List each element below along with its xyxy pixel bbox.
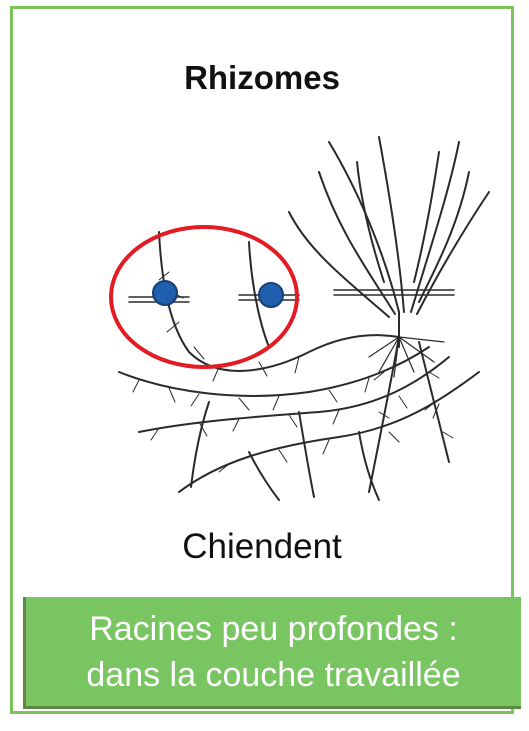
root-network xyxy=(119,232,479,500)
plant-name: Chiendent xyxy=(13,527,511,567)
rhizome-illustration xyxy=(99,132,491,504)
info-banner: Racines peu profondes : dans la couche t… xyxy=(23,597,521,709)
card-title: Rhizomes xyxy=(13,59,511,97)
crown-roots xyxy=(369,337,444,377)
banner-line-1: Racines peu profondes : xyxy=(89,606,458,652)
grass-blades xyxy=(289,137,489,347)
node-marker xyxy=(153,281,177,305)
node-marker xyxy=(259,283,283,307)
banner-line-2: dans la couche travaillée xyxy=(86,652,460,698)
